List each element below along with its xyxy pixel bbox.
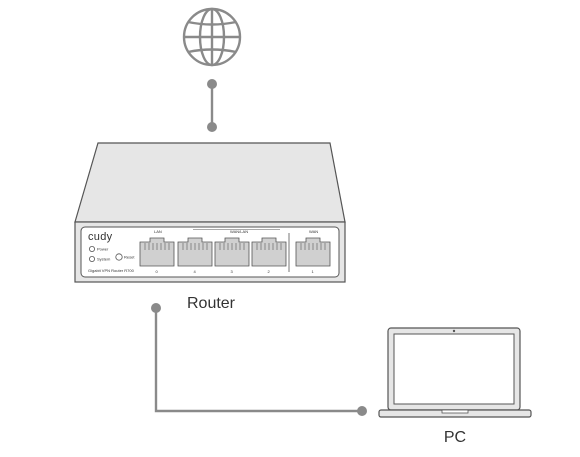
ethernet-port-1-wan [295, 237, 331, 267]
internet-link [207, 79, 217, 132]
router-model-text: Gigabit VPN Router R700 [88, 268, 135, 273]
port-number-3: 3 [231, 269, 234, 274]
globe-icon [182, 7, 242, 67]
lan-group-label: LAN [154, 229, 162, 234]
power-led-label: Power [97, 247, 109, 252]
port-number-2: 2 [268, 269, 271, 274]
port-number-1: 1 [312, 269, 315, 274]
reset-label: Reset [124, 255, 135, 260]
router-pc-cable [151, 303, 367, 416]
router-brand-logo: cudy [88, 231, 113, 243]
router-device: cudy Power System Reset Gigabit VPN Rout… [74, 142, 346, 283]
laptop-icon [378, 327, 532, 418]
reset-button [115, 253, 123, 261]
port-number-4: 4 [194, 269, 197, 274]
power-led [89, 245, 96, 252]
system-led-label: System [97, 257, 111, 262]
wan-lan-group-label: WAN/LAN [230, 229, 248, 234]
system-led [89, 255, 96, 262]
ethernet-port-4 [177, 237, 213, 267]
pc-label: PC [444, 429, 466, 446]
ethernet-port-0 [139, 237, 175, 267]
ethernet-port-2 [251, 237, 287, 267]
ethernet-port-3 [214, 237, 250, 267]
port-number-0: 0 [156, 269, 159, 274]
router-label: Router [187, 295, 236, 312]
wan-group-label: WAN [309, 229, 318, 234]
